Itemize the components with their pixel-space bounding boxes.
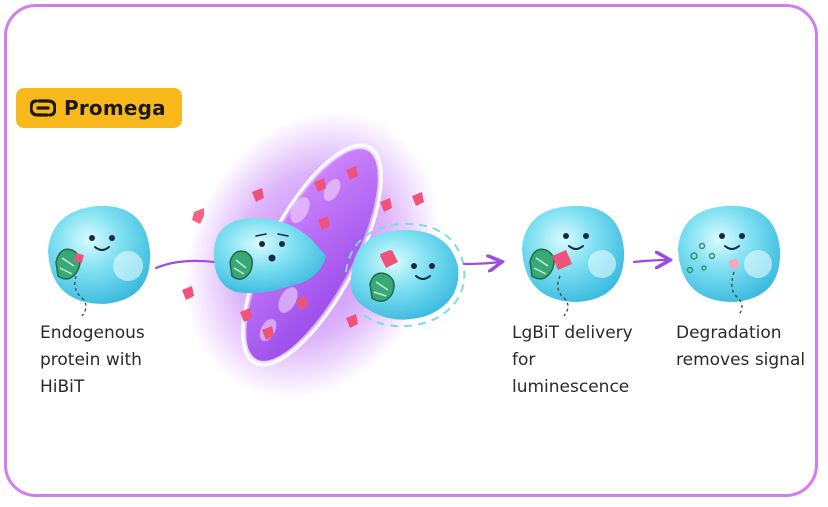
promega-logo-icon	[30, 97, 56, 119]
degraded-fragments-icon	[686, 242, 716, 274]
cell-1-face	[89, 235, 115, 251]
cell-3-face	[411, 263, 435, 280]
promega-badge: Promega	[16, 88, 182, 128]
brand-name: Promega	[64, 96, 166, 120]
protein-hibit-icon	[229, 250, 253, 280]
arrow-to-step-4	[632, 260, 668, 262]
protein-lgbit-complex-icon	[529, 248, 572, 280]
label-line: LgBiT delivery	[512, 323, 633, 343]
lgbit-fragments	[182, 166, 424, 340]
label-line: removes signal	[676, 350, 806, 370]
label-line: Degradation	[676, 323, 782, 343]
arrow-to-step-3	[462, 262, 500, 264]
faded-peptide-icon	[728, 258, 740, 270]
cell-1-endogenous	[48, 205, 151, 317]
cell-2-face	[255, 233, 289, 262]
leader-line	[557, 275, 569, 317]
protein-hibit-icon	[55, 248, 84, 280]
cell-4-face	[563, 233, 589, 250]
label-step-3: LgBiT delivery for luminescence	[512, 320, 633, 401]
label-line: for	[512, 350, 536, 370]
cell-2-entering	[213, 218, 326, 294]
cell-5-degraded	[678, 205, 781, 317]
leader-line	[74, 275, 87, 317]
label-step-4: Degradation removes signal	[676, 320, 805, 374]
label-line: protein with	[40, 350, 142, 370]
label-line: luminescence	[512, 377, 630, 397]
label-line: Endogenous	[40, 323, 145, 343]
cell-5-face	[719, 233, 745, 250]
label-line: HiBiT	[40, 377, 85, 397]
label-step-1: Endogenous protein with HiBiT	[40, 320, 145, 401]
protein-hibit-icon	[369, 272, 395, 302]
cell-4-lgbit-delivered	[522, 205, 625, 317]
